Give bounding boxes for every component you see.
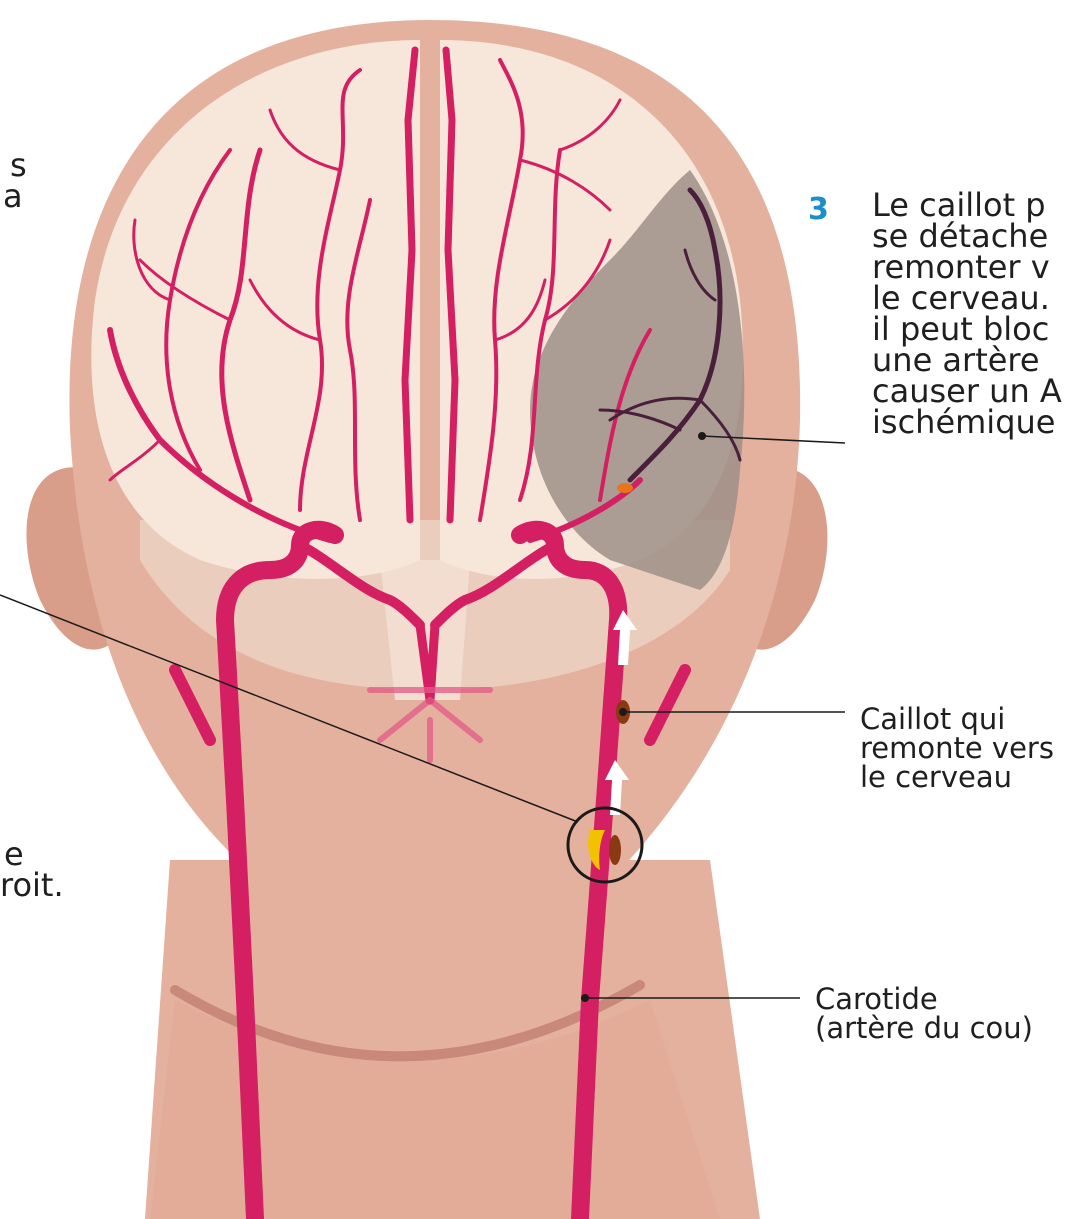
leader-dot-carotid xyxy=(581,994,589,1002)
carotid-label-line: (artère du cou) xyxy=(815,1014,1033,1043)
brain-clot xyxy=(617,483,633,493)
left-bottom-fragment-2: roit. xyxy=(0,870,64,901)
carotid-label-line: Carotide xyxy=(815,985,1033,1014)
forming-clot xyxy=(609,835,621,865)
left-hemisphere xyxy=(91,40,420,579)
leader-dot-clot xyxy=(619,708,627,716)
clot-label-line: le cerveau xyxy=(860,763,1054,792)
step-number: 3 xyxy=(808,192,829,227)
carotid-label: Carotide (artère du cou) xyxy=(815,985,1033,1043)
clot-label-line: remonte vers xyxy=(860,734,1054,763)
leader-dot-ischemic xyxy=(698,432,706,440)
step3-text: Le caillot p se détache remonter v le ce… xyxy=(872,190,1062,438)
clot-label-line: Caillot qui xyxy=(860,705,1054,734)
left-top-fragment-2: a xyxy=(3,181,23,212)
step3-line: ischémique xyxy=(872,407,1062,438)
clot-label: Caillot qui remonte vers le cerveau xyxy=(860,705,1054,792)
